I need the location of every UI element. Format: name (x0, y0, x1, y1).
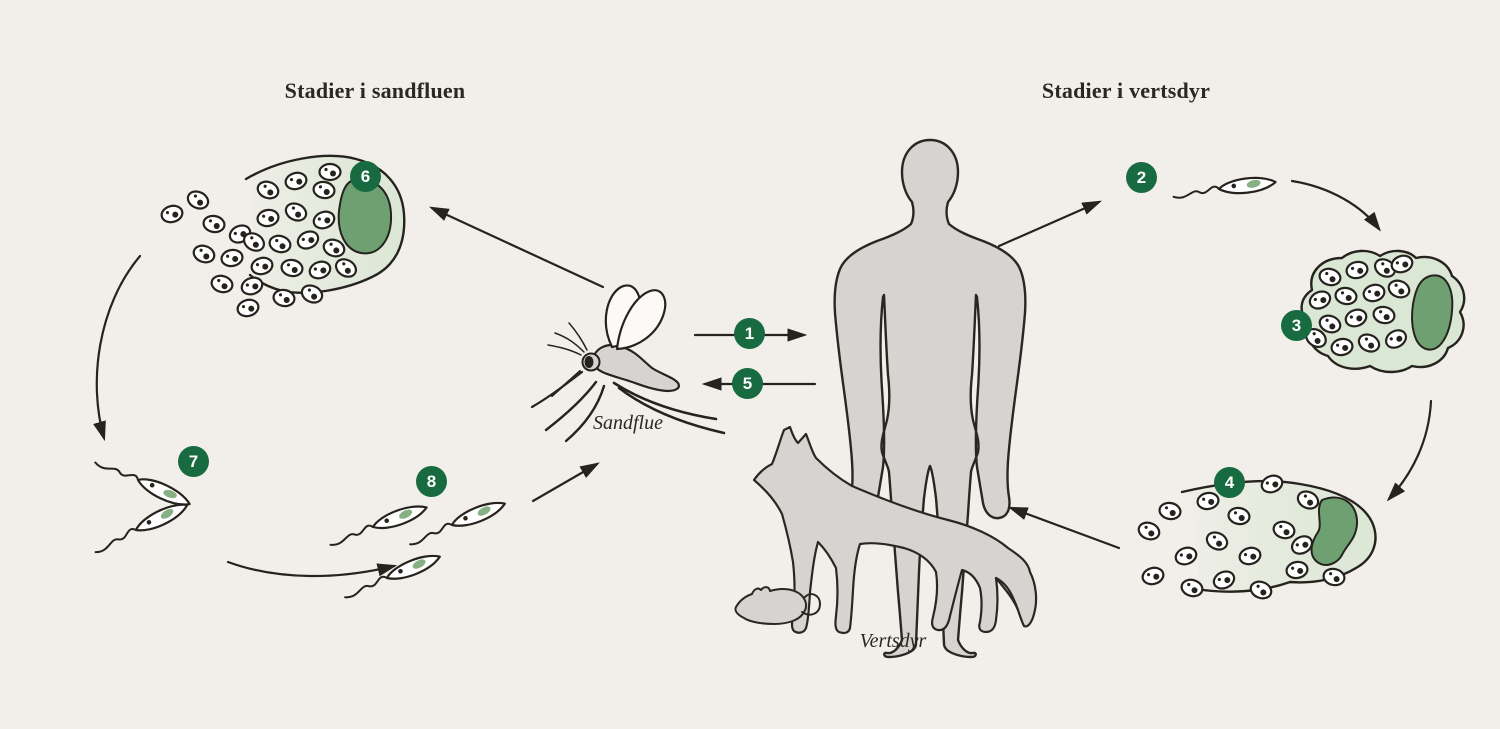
arrow-promastigotes-to-sandfly (531, 462, 600, 503)
promastigotes-step8-illustration (325, 496, 509, 602)
arrow-macrophage-to-burst-cell (1386, 399, 1433, 502)
step-4-badge: 4 (1214, 467, 1245, 498)
sandfly-label: Sandflue (593, 412, 663, 434)
step-1-badge: 1 (734, 318, 765, 349)
sandfly-illustration (530, 284, 726, 443)
host-stages-title: Stadier i vertsdyr (1041, 78, 1211, 103)
macrophage-host-illustration (1300, 249, 1466, 374)
step-3-badge: 3 (1281, 310, 1312, 341)
step-8-badge: 8 (416, 466, 447, 497)
sandfly-stages-title: Stadier i sandfluen (284, 78, 466, 103)
amastigotes-cell-6 (158, 162, 361, 320)
dog-silhouette (752, 425, 1038, 635)
host-animals-label: Vertsdyr (859, 630, 927, 652)
step-7-badge: 7 (178, 446, 209, 477)
arrow-host-to-promastigote (997, 200, 1103, 248)
arrow-sandfly-to-burst-cell (429, 206, 605, 289)
arrow-promastigote-to-macrophage (1290, 179, 1381, 232)
promastigote-step2-illustration (1171, 174, 1278, 202)
bursting-macrophage-host-illustration (1135, 471, 1377, 603)
arrow-burst-cell-to-host (1007, 506, 1121, 550)
arrow-burst-cell-to-dividing-cells (93, 254, 142, 442)
step-2-badge: 2 (1126, 162, 1157, 193)
step-6-badge: 6 (350, 161, 381, 192)
arrow-dividing-to-promastigotes (226, 560, 398, 578)
step-5-badge: 5 (732, 368, 763, 399)
mouse-silhouette (734, 586, 822, 625)
dividing-promastigotes-step7-illustration (89, 451, 194, 557)
